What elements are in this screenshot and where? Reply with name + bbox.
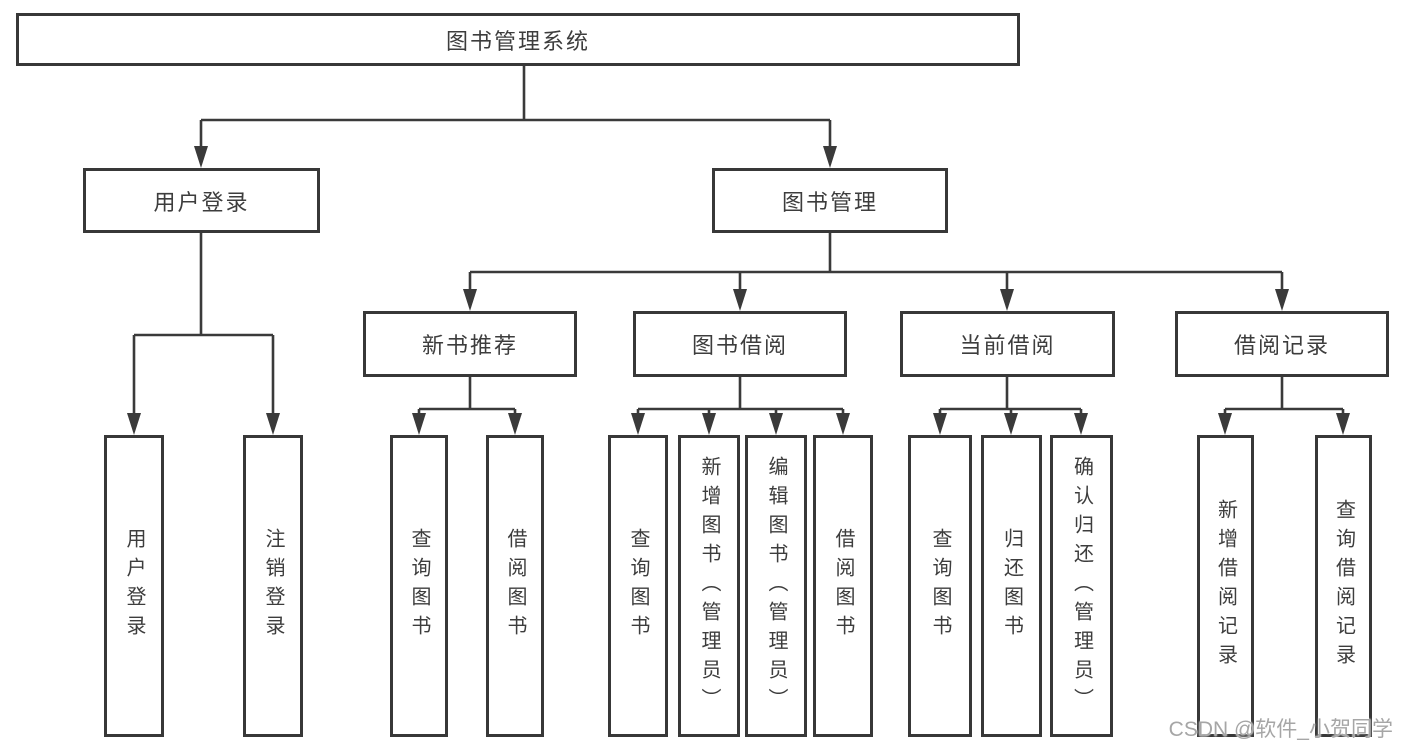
leaf-logout: 注销登录 [243, 435, 303, 737]
node-current-borrowing: 当前借阅 [900, 311, 1115, 377]
leaf-borrow-books-recommend: 借阅图书 [486, 435, 544, 737]
leaf-query-books-borrow: 查询图书 [608, 435, 668, 737]
leaf-label: 借阅图书 [832, 528, 854, 644]
leaf-add-book-admin: 新增图书（管理员） [678, 435, 740, 737]
leaf-label: 查询图书 [408, 528, 430, 644]
leaf-label: 查询图书 [929, 528, 951, 644]
leaf-label: 归还图书 [1000, 528, 1023, 644]
leaf-label: 新增借阅记录 [1214, 499, 1237, 673]
leaf-label: 新增图书（管理员） [698, 455, 720, 717]
leaf-label: 编辑图书（管理员） [765, 455, 787, 717]
node-book-borrowing: 图书借阅 [633, 311, 847, 377]
leaf-confirm-return-admin: 确认归还（管理员） [1050, 435, 1113, 737]
leaf-query-books-current: 查询图书 [908, 435, 972, 737]
leaf-label: 借阅图书 [504, 528, 526, 644]
leaf-return-books: 归还图书 [981, 435, 1042, 737]
node-label: 当前借阅 [959, 333, 1056, 358]
leaf-label: 注销登录 [262, 528, 284, 644]
node-label: 图书管理系统 [445, 28, 590, 54]
csdn-watermark: CSDN @软件_小贺同学 [1168, 718, 1393, 741]
node-label: 借阅记录 [1233, 333, 1330, 358]
node-library-management-system: 图书管理系统 [16, 13, 1020, 66]
node-label: 图书借阅 [691, 333, 788, 358]
node-borrowing-records: 借阅记录 [1175, 311, 1389, 377]
leaf-query-books-recommend: 查询图书 [390, 435, 448, 737]
leaf-label: 用户登录 [123, 528, 145, 644]
node-book-management: 图书管理 [712, 168, 948, 233]
node-user-login: 用户登录 [83, 168, 320, 233]
leaf-label: 查询图书 [627, 528, 649, 644]
leaf-label: 确认归还（管理员） [1070, 455, 1093, 717]
leaf-add-borrow-record: 新增借阅记录 [1197, 435, 1254, 737]
leaf-user-login: 用户登录 [104, 435, 164, 737]
node-label: 图书管理 [781, 189, 878, 215]
node-label: 新书推荐 [421, 333, 518, 358]
node-new-book-recommendation: 新书推荐 [363, 311, 577, 377]
leaf-edit-book-admin: 编辑图书（管理员） [745, 435, 807, 737]
leaf-borrow-books: 借阅图书 [813, 435, 873, 737]
leaf-query-borrow-record: 查询借阅记录 [1315, 435, 1372, 737]
node-label: 用户登录 [153, 189, 250, 215]
leaf-label: 查询借阅记录 [1332, 499, 1355, 673]
